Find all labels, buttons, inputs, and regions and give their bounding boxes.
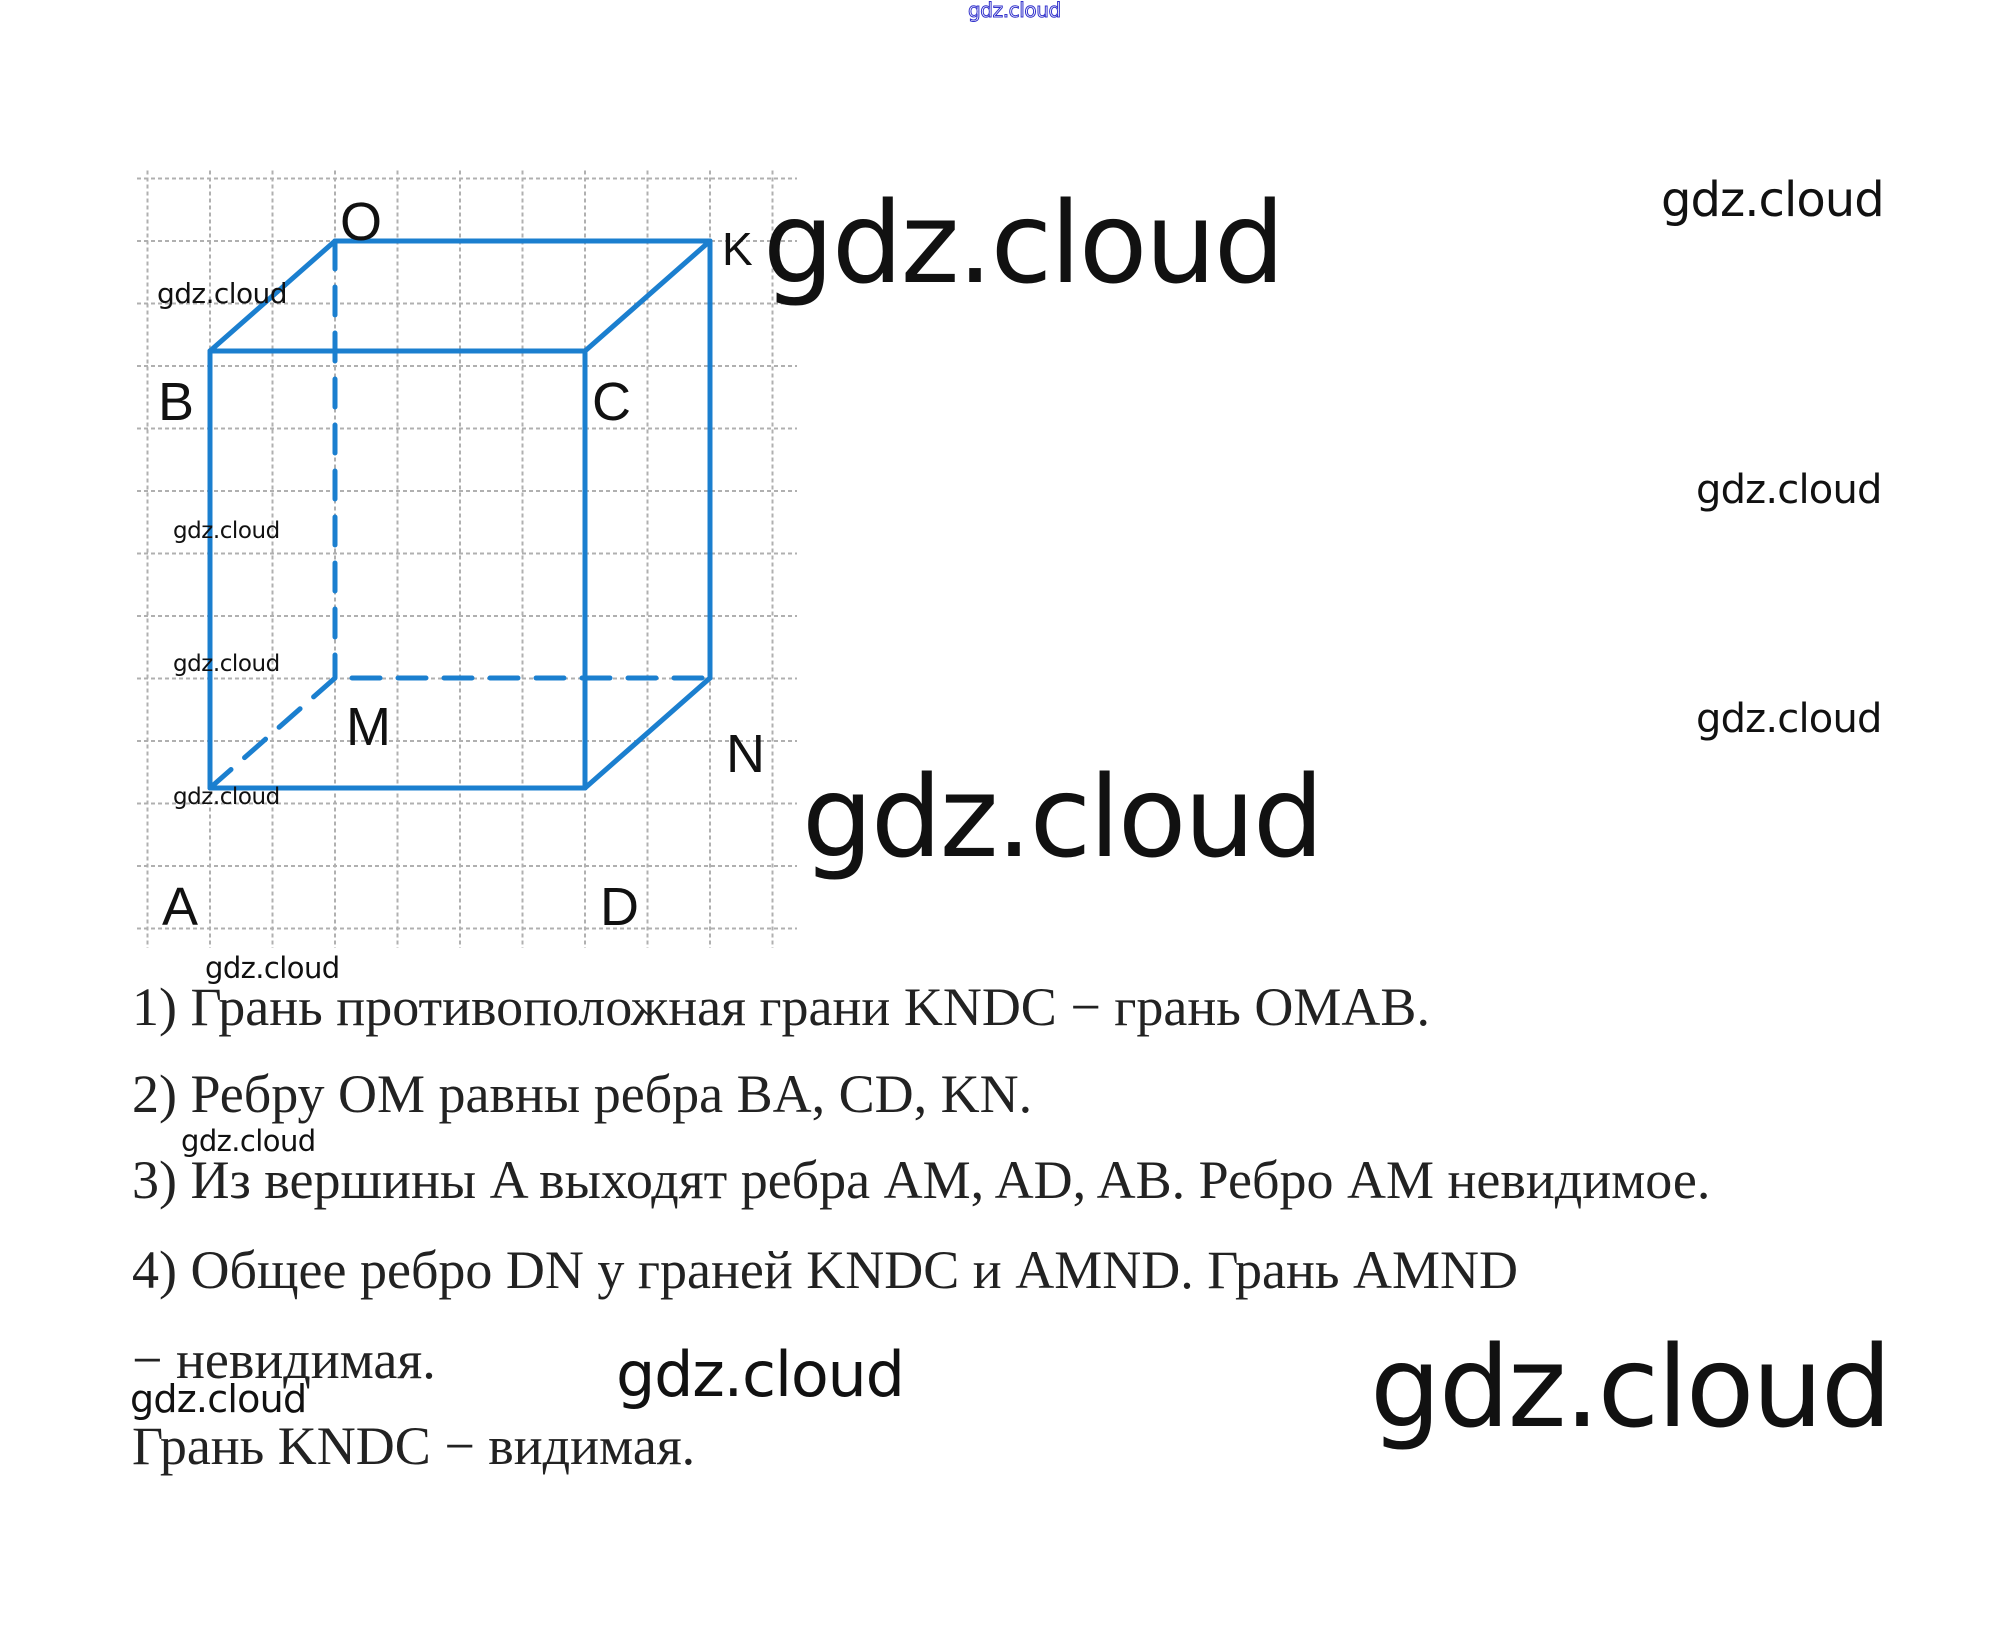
watermark: gdz.cloud xyxy=(763,179,1285,309)
watermark: gdz.cloud xyxy=(1661,172,1885,228)
watermark: gdz.cloud xyxy=(1696,696,1882,742)
solution-line-1: 1) Грань противоположная грани KNDC − гр… xyxy=(132,977,1430,1037)
vertex-label-a: A xyxy=(162,877,198,937)
vertex-label-k: K xyxy=(722,223,753,275)
watermark: gdz.cloud xyxy=(130,1377,307,1421)
watermark: gdz.cloud xyxy=(968,0,1062,22)
solution-line-3: 3) Из вершины A выходят ребра AM, AD, AB… xyxy=(132,1150,1711,1210)
edge-bo xyxy=(207,238,338,354)
solution-line-6: Грань KNDC − видимая. xyxy=(132,1416,696,1476)
vertex-label-o: O xyxy=(340,192,382,252)
solution-line-4: 4) Общее ребро DN у граней KNDC и AMND. … xyxy=(132,1240,1519,1300)
edge-dn xyxy=(582,675,713,791)
watermark: gdz.cloud xyxy=(173,518,280,544)
vertex-label-d: D xyxy=(600,877,639,937)
solution-line-2: 2) Ребру OM равны ребра BA, CD, KN. xyxy=(132,1064,1033,1124)
cuboid-figure: O K B C M N A D xyxy=(137,170,797,948)
watermark: gdz.cloud xyxy=(173,784,280,810)
vertex-label-c: C xyxy=(592,372,631,432)
watermark: gdz.cloud xyxy=(205,951,340,985)
vertex-label-m: M xyxy=(346,697,391,757)
watermark: gdz.cloud xyxy=(1696,467,1882,513)
watermark: gdz.cloud xyxy=(1370,1323,1892,1453)
watermark: gdz.cloud xyxy=(616,1338,905,1411)
solution-line-5: − невидимая. xyxy=(132,1330,436,1390)
vertex-label-b: B xyxy=(158,372,194,432)
watermark: gdz.cloud xyxy=(157,277,287,310)
watermark: gdz.cloud xyxy=(802,753,1324,883)
edge-ck xyxy=(582,238,713,354)
watermark: gdz.cloud xyxy=(173,651,280,677)
watermark: gdz.cloud xyxy=(181,1124,316,1158)
vertex-label-n: N xyxy=(726,724,765,784)
edge-am-hidden xyxy=(207,675,338,791)
cuboid-edges xyxy=(207,238,713,791)
